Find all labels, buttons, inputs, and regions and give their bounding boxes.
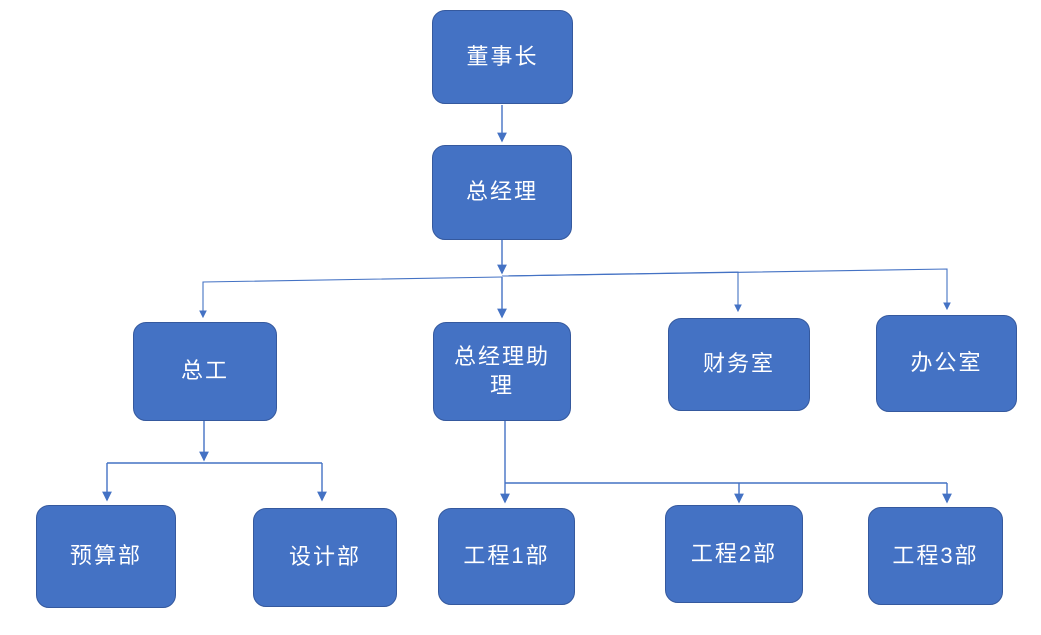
node-budget-dept-label: 预算部 <box>69 543 142 569</box>
node-engineering-dept-3[interactable]: 工程3部 <box>868 507 1003 605</box>
edge-general-manager-admin-office <box>501 268 951 311</box>
node-chairman[interactable]: 董事长 <box>432 10 573 104</box>
node-design-dept-label: 设计部 <box>288 544 361 570</box>
edge-general-manager-finance-office <box>501 271 742 313</box>
edge-general-manager-chief-engineer <box>199 276 503 319</box>
node-admin-office[interactable]: 办公室 <box>876 315 1017 412</box>
node-budget-dept[interactable]: 预算部 <box>36 505 176 608</box>
node-engineering-dept-2[interactable]: 工程2部 <box>665 505 803 603</box>
node-admin-office-label: 办公室 <box>910 350 983 376</box>
node-general-manager-label: 总经理 <box>465 179 538 205</box>
node-engineering-dept-1[interactable]: 工程1部 <box>438 508 575 605</box>
node-chief-engineer[interactable]: 总工 <box>133 322 277 421</box>
node-finance-office-label: 财务室 <box>702 351 775 377</box>
node-general-manager[interactable]: 总经理 <box>432 145 572 240</box>
node-chairman-label: 董事长 <box>466 43 539 69</box>
node-design-dept[interactable]: 设计部 <box>253 508 397 607</box>
node-finance-office[interactable]: 财务室 <box>668 318 810 411</box>
node-engineering-dept-2-label: 工程2部 <box>690 540 778 566</box>
node-engineering-dept-1-label: 工程1部 <box>463 543 550 569</box>
node-engineering-dept-3-label: 工程3部 <box>892 542 979 568</box>
node-gm-assistant[interactable]: 总经理助理 <box>433 322 571 421</box>
node-gm-assistant-label: 总经理助理 <box>453 343 550 398</box>
node-chief-engineer-label: 总工 <box>180 358 229 384</box>
